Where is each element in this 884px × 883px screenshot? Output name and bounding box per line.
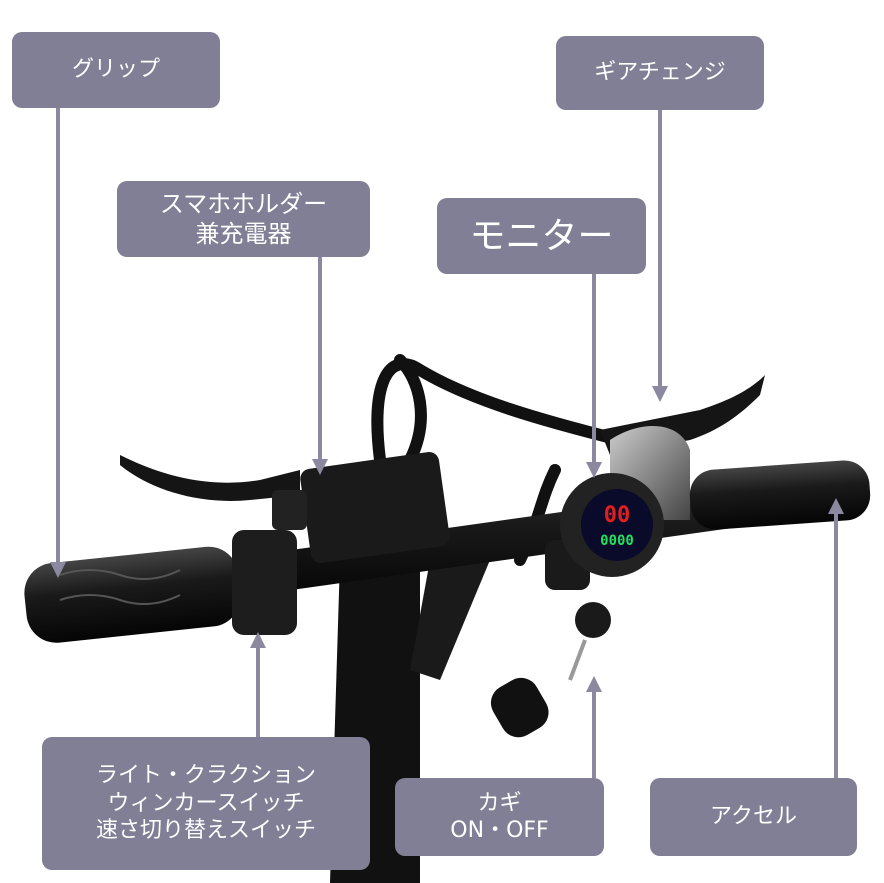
left-brake-lever [120, 455, 300, 501]
label-gear-change: ギアチェンジ [556, 36, 764, 110]
label-text: ギアチェンジ [594, 60, 726, 86]
label-grip: グリップ [12, 32, 220, 108]
label-text: スマホホルダー [159, 190, 328, 218]
label-text: グリップ [71, 57, 160, 83]
label-text: ON・OFF [450, 818, 549, 843]
label-text: アクセル [710, 804, 797, 830]
label-text: ウィンカースイッチ [107, 790, 305, 816]
monitor-speed: 00 [604, 503, 631, 528]
label-phone-holder: スマホホルダー 兼充電器 [117, 181, 370, 257]
monitor-odometer: 0000 [600, 533, 634, 549]
monitor: 00 0000 [560, 473, 664, 577]
label-text: ライト・クラクション [95, 763, 316, 789]
label-text: 速さ切り替えスイッチ [95, 818, 316, 844]
label-text: 兼充電器 [195, 220, 292, 248]
left-grip [24, 546, 241, 643]
label-key: カギ ON・OFF [395, 778, 604, 856]
label-text: モニター [469, 215, 614, 257]
right-grip [689, 460, 871, 530]
switch-block [232, 530, 297, 635]
phone-holder-box [300, 452, 450, 563]
callout-arrows [50, 108, 844, 778]
label-switches: ライト・クラクション ウィンカースイッチ 速さ切り替えスイッチ [42, 737, 370, 870]
label-text: カギ [477, 790, 522, 816]
label-accelerator: アクセル [650, 778, 857, 856]
label-monitor: モニター [437, 198, 646, 274]
